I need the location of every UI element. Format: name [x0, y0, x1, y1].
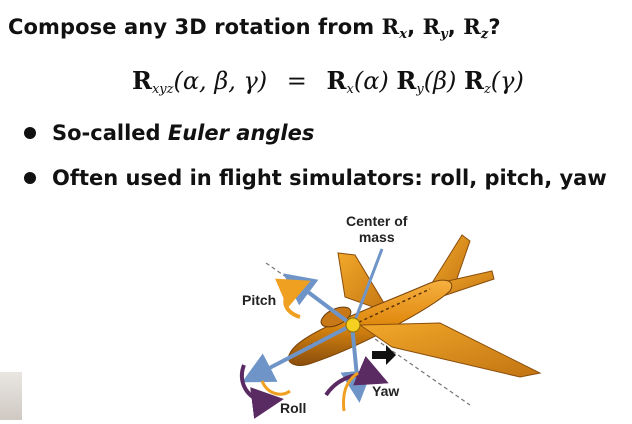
corner-thumbnail — [0, 372, 22, 420]
eq-lhs-r: R — [132, 66, 152, 95]
eq-lhs-sub: xyz — [151, 82, 174, 97]
center-of-mass-pointer — [352, 248, 384, 324]
bullet-dot — [24, 172, 36, 184]
airplane-diagram — [240, 234, 542, 419]
eq-rz-sub: z — [483, 82, 491, 97]
center-of-mass-line2: mass — [358, 229, 395, 245]
bullet-emphasis: Euler angles — [167, 121, 315, 145]
bullet-euler-angles: So-called Euler angles — [22, 120, 607, 146]
lower-wing — [358, 322, 542, 378]
slide-title: Compose any 3D rotation from Rx, Ry, Rz? — [8, 14, 501, 42]
bullet-dot — [24, 127, 36, 139]
eq-rx-sub: x — [346, 82, 354, 97]
center-of-mass-dot — [345, 317, 361, 333]
eq-rx: R — [326, 66, 347, 95]
roll-rotation-arrow — [240, 364, 284, 419]
eq-equals: = — [286, 67, 307, 95]
title-comma: , — [447, 15, 464, 39]
yaw-rotation-arrow-secondary — [342, 371, 359, 412]
title-rz-sub: z — [480, 27, 489, 42]
euler-equation: Rxyz(α, β, γ) = Rx(α) Ry(β) Rz(γ) — [132, 66, 524, 97]
pitch-rotation-arrow — [274, 278, 311, 319]
eq-lhs-args: (α, β, γ) — [173, 67, 268, 95]
title-ry: R — [422, 14, 441, 39]
title-rx-sub: x — [399, 27, 408, 42]
roll-axis-arrow — [241, 323, 353, 383]
yaw-label: Yaw — [372, 383, 400, 399]
eq-ry-sub: y — [416, 82, 424, 97]
bullet-flight-simulators: Often used in flight simulators: roll, p… — [22, 165, 607, 191]
eq-ry-arg: (β) — [423, 67, 457, 95]
bullet-text: So-called — [52, 121, 168, 145]
pitch-label: Pitch — [242, 292, 277, 308]
title-rx: R — [381, 14, 400, 39]
eq-rz-arg: (γ) — [490, 67, 524, 95]
bullet-text: Often used in flight simulators: roll, p… — [52, 166, 607, 190]
title-ry-sub: y — [440, 27, 448, 42]
roll-label: Roll — [280, 400, 307, 416]
eq-rx-arg: (α) — [353, 67, 389, 95]
title-text: Compose any 3D rotation from — [8, 15, 382, 39]
eq-rz: R — [463, 66, 484, 95]
title-question: ? — [488, 15, 501, 39]
yaw-rotation-arrow — [324, 355, 389, 397]
eq-ry: R — [396, 66, 417, 95]
bullet-list: So-called Euler angles Often used in fli… — [22, 120, 607, 210]
yaw-direction-arrow — [372, 345, 396, 365]
center-of-mass-line1: Center of — [346, 213, 408, 229]
center-of-mass-label: Center of mass — [346, 213, 407, 245]
airplane-figure: Center of mass Pitch Roll Yaw — [0, 205, 632, 420]
title-rz: R — [463, 14, 481, 39]
title-comma: , — [407, 15, 423, 39]
roll-rotation-arrow-secondary — [260, 380, 291, 396]
